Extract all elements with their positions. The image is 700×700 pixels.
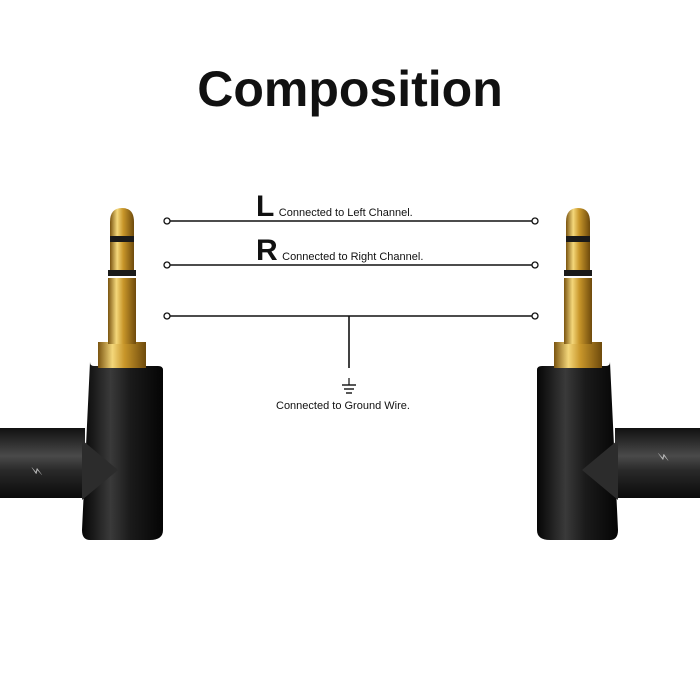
right-plug-ring bbox=[566, 242, 590, 270]
right-cable bbox=[615, 428, 700, 498]
left-cable-logo: ⚡ bbox=[30, 466, 46, 476]
left-cable bbox=[0, 428, 85, 498]
left-plug-tip bbox=[110, 208, 134, 236]
right-plug-tip bbox=[566, 208, 590, 236]
right-cable-logo: ⚡ bbox=[654, 452, 670, 462]
right-plug-housing bbox=[537, 362, 618, 540]
right-channel-description: Connected to Right Channel. bbox=[282, 251, 424, 263]
ground-wire bbox=[163, 312, 539, 368]
left-plug-collar bbox=[98, 342, 146, 368]
left-channel-letter: L bbox=[256, 190, 275, 223]
left-channel-wire bbox=[163, 217, 539, 225]
ground-description: Connected to Ground Wire. bbox=[276, 400, 410, 412]
left-plug-ring bbox=[110, 242, 134, 270]
right-plug-collar bbox=[554, 342, 602, 368]
left-channel-description: Connected to Left Channel. bbox=[278, 207, 413, 219]
left-plug: ⚡ bbox=[0, 208, 163, 540]
left-plug-housing bbox=[82, 362, 163, 540]
bolt-icon: ⚡ bbox=[30, 466, 46, 476]
page-title: Composition bbox=[197, 61, 503, 117]
right-plug-sleeve bbox=[564, 278, 592, 344]
right-channel-letter: R bbox=[256, 234, 278, 267]
right-plug: ⚡ bbox=[537, 208, 700, 540]
svg-text:⚡: ⚡ bbox=[654, 452, 670, 462]
left-plug-sleeve bbox=[108, 278, 136, 344]
ground-symbol-icon bbox=[342, 378, 356, 394]
right-channel-wire bbox=[163, 261, 539, 269]
right-channel-label: R Connected to Right Channel. bbox=[256, 234, 423, 268]
left-channel-label: L Connected to Left Channel. bbox=[256, 190, 413, 224]
